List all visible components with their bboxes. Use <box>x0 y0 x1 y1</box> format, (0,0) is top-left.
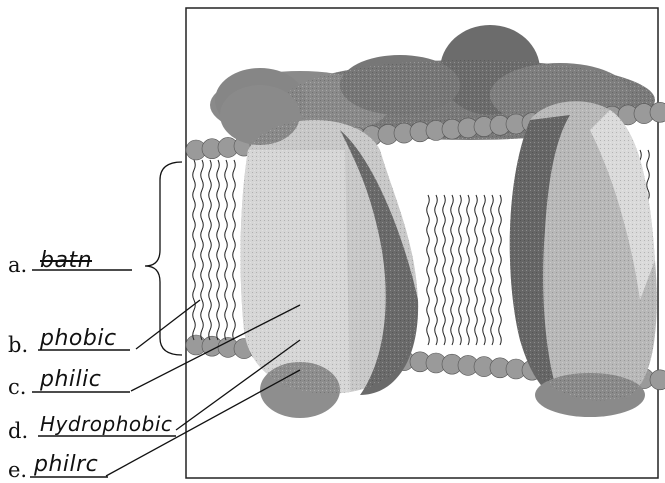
label-d-answer: Hydrophobic <box>40 414 172 434</box>
bracket-a <box>145 162 182 355</box>
label-b-answer: phobic <box>40 328 117 350</box>
label-a-answer: batn <box>40 250 92 272</box>
lipid-tail <box>225 160 228 340</box>
lipid-tail <box>475 195 478 345</box>
label-e-answer: philrc <box>34 454 98 476</box>
lipid-tail <box>443 195 446 345</box>
lipid-tail <box>217 160 220 340</box>
lipid-tail <box>467 195 470 345</box>
label-d-letter: d. <box>8 421 28 442</box>
lipid-tail <box>193 160 196 340</box>
label-c-answer: philic <box>40 369 101 391</box>
lipid-tail <box>483 195 486 345</box>
lipid-tail <box>451 195 454 345</box>
lipid-tail <box>435 195 438 345</box>
lipid-tail <box>427 195 430 345</box>
lipid-tail <box>209 160 212 340</box>
lipid-tail <box>233 160 236 340</box>
label-b-letter: b. <box>8 335 28 356</box>
label-c-letter: c. <box>8 377 26 398</box>
lipid-tail <box>459 195 462 345</box>
lipid-tail <box>499 195 502 345</box>
right-transmembrane-protein <box>510 101 657 417</box>
lipid-tail <box>201 160 204 340</box>
lipid-tail <box>491 195 494 345</box>
label-e-letter: e. <box>8 460 27 481</box>
label-a-letter: a. <box>8 255 27 276</box>
